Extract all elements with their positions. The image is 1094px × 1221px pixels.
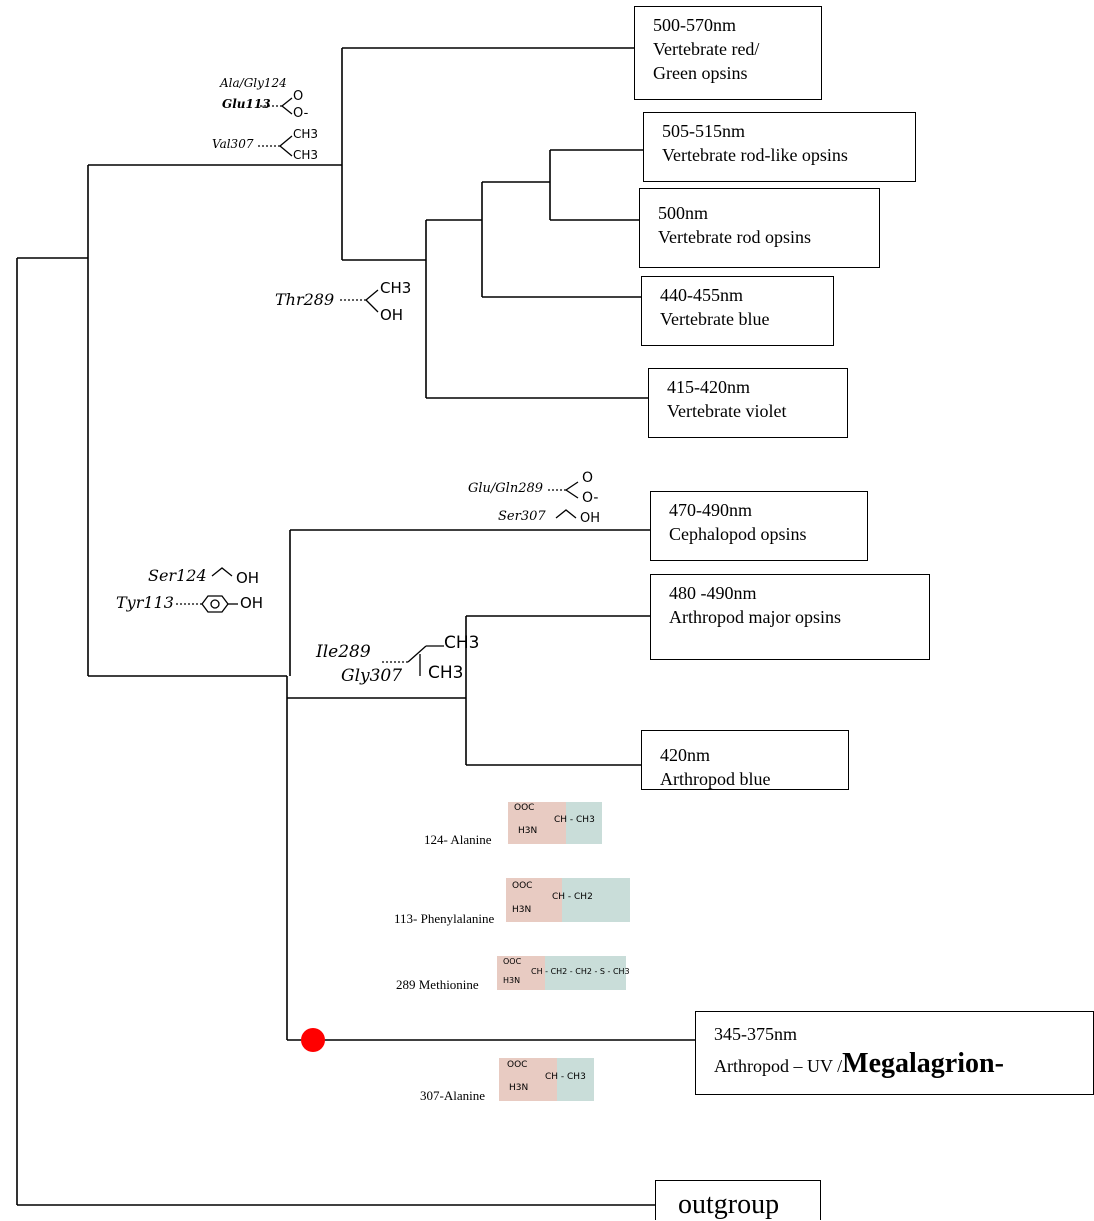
tip-rod-range: 500nm	[658, 203, 709, 223]
annot-ser124: Ser124	[148, 566, 207, 585]
annot-glu-gln289: Glu/Gln289	[468, 481, 544, 496]
uv-marker-dot	[301, 1028, 325, 1052]
annot-tyr113: Tyr113	[116, 593, 174, 612]
amino-structure-289-methionine: OOC H3N CH - CH2 - CH2 - S - CH3	[497, 956, 630, 990]
tip-rod-like-line1: Vertebrate rod-like opsins	[662, 145, 848, 165]
annot-ala-gly124: Ala/Gly124	[220, 76, 287, 90]
tip-cephalopod-range: 470-490nm	[669, 500, 752, 520]
tip-outgroup: outgroup	[655, 1180, 821, 1220]
annot-ser307: Ser307	[498, 509, 546, 524]
tip-red-green: 500-570nm Vertebrate red/ Green opsins	[634, 6, 822, 100]
annot-glu113-o: O	[293, 89, 304, 104]
tip-arthropod-blue-line1: Arthropod blue	[660, 769, 771, 789]
tip-rod: 500nm Vertebrate rod opsins	[639, 188, 880, 268]
annot-val307: Val307	[212, 137, 254, 151]
amino-label-307-alanine: 307-Alanine	[420, 1088, 485, 1103]
annot-ser124-oh: OH	[236, 569, 260, 587]
amino-label-289-methionine: 289 Methionine	[396, 977, 479, 992]
tip-arthropod-major-line1: Arthropod major opsins	[669, 607, 841, 627]
annot-ile289-ch3a: CH3	[444, 633, 480, 653]
tip-outgroup-label: outgroup	[678, 1189, 780, 1220]
tip-cephalopod-line1: Cephalopod opsins	[669, 524, 807, 544]
annot-val307-ch3b: CH3	[293, 148, 319, 162]
tip-arthropod-major: 480 -490nm Arthropod major opsins	[650, 574, 930, 660]
annot-gly307: Gly307	[341, 666, 403, 686]
annot-val307-ch3a: CH3	[293, 127, 319, 141]
tip-arthropod-uv-megalagrion: Megalagrion-	[842, 1048, 1004, 1079]
annot-thr289-ch3: CH3	[380, 279, 412, 297]
tip-arthropod-blue: 420nm Arthropod blue	[641, 730, 849, 790]
annot-ile289: Ile289	[316, 642, 371, 662]
tip-arthropod-uv-line1-prefix: Arthropod – UV /	[714, 1056, 843, 1076]
tip-rod-line1: Vertebrate rod opsins	[658, 227, 811, 247]
tip-rod-like-range: 505-515nm	[662, 121, 745, 141]
tip-red-green-line2: Green opsins	[653, 63, 748, 83]
tip-blue: 440-455nm Vertebrate blue	[641, 276, 834, 346]
annot-thr289-oh: OH	[380, 306, 404, 324]
annot-glu113: Glu113	[222, 97, 271, 111]
annot-ile289-ch3b: CH3	[428, 663, 464, 683]
tip-rod-like: 505-515nm Vertebrate rod-like opsins	[643, 112, 916, 182]
tip-arthropod-uv-range: 345-375nm	[714, 1024, 797, 1044]
annot-tyr113-oh: OH	[240, 594, 264, 612]
tip-violet-range: 415-420nm	[667, 377, 750, 397]
annot-ceph-o: O	[582, 470, 594, 486]
tip-blue-line1: Vertebrate blue	[660, 309, 770, 329]
tip-red-green-range: 500-570nm	[653, 15, 736, 35]
tip-arthropod-uv: 345-375nm Arthropod – UV /Megalagrion-	[695, 1011, 1094, 1095]
amino-structure-307-alanine: OOC H3N CH - CH3	[499, 1058, 594, 1101]
tip-blue-range: 440-455nm	[660, 285, 743, 305]
tip-arthropod-blue-range: 420nm	[660, 745, 711, 765]
tip-violet-line1: Vertebrate violet	[667, 401, 787, 421]
tip-arthropod-major-range: 480 -490nm	[669, 583, 757, 603]
annot-ceph-ominus: O-	[582, 490, 599, 506]
tip-cephalopod: 470-490nm Cephalopod opsins	[650, 491, 868, 561]
annot-ser307-oh: OH	[580, 511, 601, 526]
amino-structure-113-phenylalanine: OOC H3N CH - CH2	[506, 878, 630, 922]
amino-label-124-alanine: 124- Alanine	[424, 832, 492, 847]
annot-thr289: Thr289	[275, 290, 335, 309]
tip-red-green-line1: Vertebrate red/	[653, 39, 760, 59]
amino-label-113-phenylalanine: 113- Phenylalanine	[394, 911, 495, 926]
tip-violet: 415-420nm Vertebrate violet	[648, 368, 848, 438]
amino-structure-124-alanine: OOC H3N CH - CH3	[508, 802, 602, 844]
annot-glu113-ominus: O-	[293, 106, 309, 121]
